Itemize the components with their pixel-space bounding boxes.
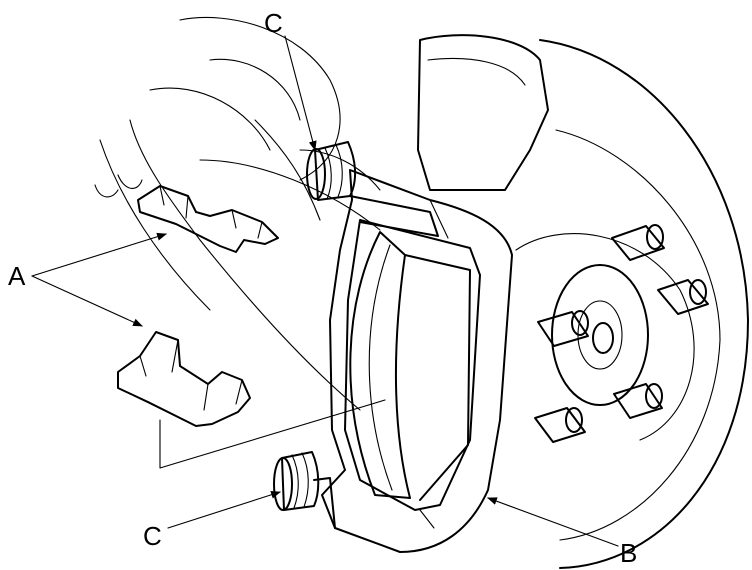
wheel-stud	[657, 279, 709, 315]
leader-arrow-a-lower	[31, 275, 143, 327]
brake-rotor	[515, 39, 749, 569]
callout-label-c-top: C	[264, 8, 283, 38]
wheel-stud	[534, 407, 586, 443]
leader-lines	[31, 35, 619, 547]
brake-pad	[349, 231, 471, 501]
callout-label-c-bottom: C	[143, 521, 162, 551]
leader-arrow-c-lower	[167, 490, 281, 529]
callout-label-a: A	[8, 261, 26, 291]
wheel-studs	[534, 224, 709, 443]
guide-pin-boot-upper	[306, 141, 439, 237]
callout-label-b: B	[620, 538, 637, 568]
leader-bracket-clips	[159, 399, 386, 469]
pad-retaining-clip-lower	[117, 331, 251, 427]
pad-retaining-clip-upper	[137, 185, 279, 253]
suspension-knuckle	[94, 17, 549, 411]
caliper-bracket	[321, 169, 513, 553]
leader-arrow-c-upper	[284, 35, 317, 151]
wheel-stud	[537, 310, 589, 347]
wheel-stud	[611, 224, 665, 261]
guide-pin-boot-lower	[273, 451, 336, 529]
wheel-stud	[613, 383, 663, 419]
leader-arrow-b	[487, 497, 619, 547]
leader-arrow-a-upper	[31, 232, 167, 277]
